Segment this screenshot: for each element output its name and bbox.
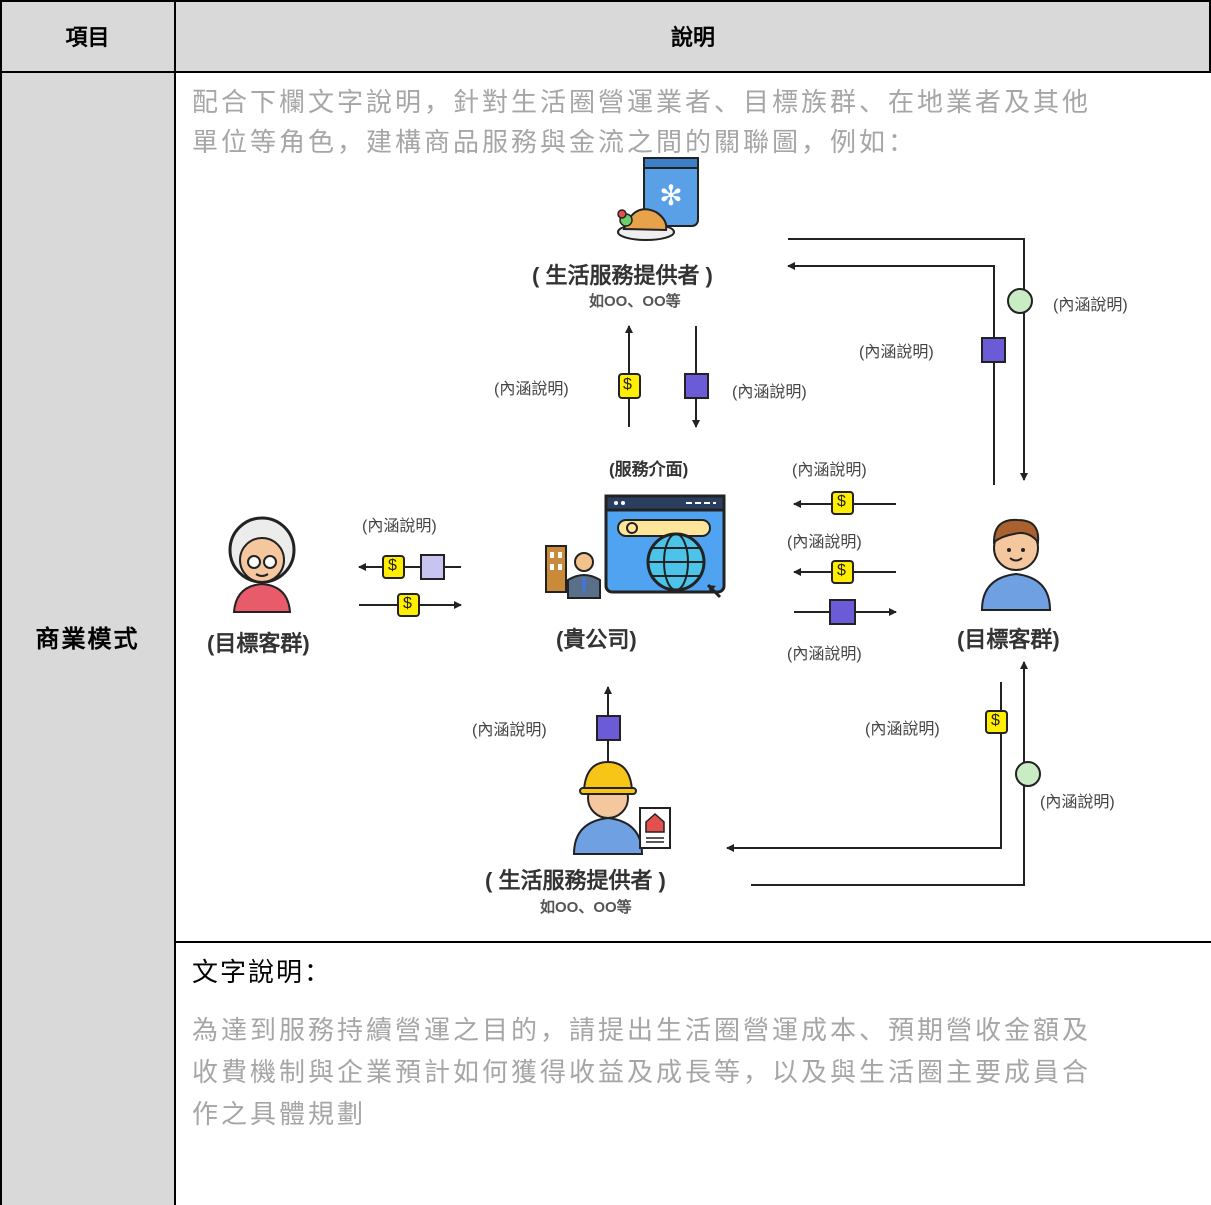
svg-text:✻: ✻ [659,179,682,212]
text-section-line-2: 收費機制與企業預計如何獲得收益及成長等，以及與生活圈主要成員合 [192,1058,1092,1088]
table-border-top [0,0,1211,2]
money-icon-top [618,373,641,399]
service-square-right-top [981,337,1006,363]
circle-marker-bottom-right [1015,761,1041,787]
header-item-label: 項目 [65,26,110,51]
money-icon-left-1 [382,555,405,579]
text-section-line-3: 作之具體規劃 [192,1100,367,1130]
dollar-left-1: $ [388,557,397,574]
bottom-provider-icon [572,760,671,855]
row-label: 商業模式 [35,624,140,653]
header-divider [0,71,1211,73]
service-square-left-1 [420,554,445,580]
service-square-top [684,373,709,399]
right-customer-label: (目標客群) [957,627,1060,652]
bottom-provider-sub: 如OO、OO等 [540,899,632,916]
right-customer-icon [980,518,1052,611]
flow-line-customer-to-bottom-provider [726,682,1002,852]
interface-label: (服務介面) [609,460,689,479]
dollar-top: $ [623,376,632,393]
service-square-right-3 [829,599,856,625]
left-customer-icon [228,516,296,613]
note-bottom-right-circle: (內涵說明) [1040,794,1115,811]
column-divider [174,0,176,1205]
top-provider-label: ( 生活服務提供者 ) [532,263,713,288]
table-border-left [0,0,2,1205]
flow-line-bottom-provider-to-customer [751,661,1028,886]
note-bottom-right-money: (內涵說明) [865,721,940,738]
dollar-bottom-right: $ [991,712,1000,729]
dollar-right-2: $ [837,562,846,579]
dollar-left-2: $ [403,595,412,612]
diagram-lines: ✻ [228,157,1052,886]
company-icon [545,494,726,599]
intro-line-1: 配合下欄文字說明，針對生活圈營運業者、目標族群、在地業者及其他 [192,88,1092,118]
note-bottom-left: (內涵說明) [472,722,547,739]
circle-marker-top-right [1007,288,1033,314]
label-column-bg [0,72,175,1205]
note-top-money: (內涵說明) [494,381,569,398]
note-right-top-square: (內涵說明) [859,344,934,361]
table-border-right [1209,0,1211,72]
money-icon-right-1 [831,491,854,515]
top-provider-sub: 如OO、OO等 [589,293,681,310]
bottom-provider-label: ( 生活服務提供者 ) [485,868,666,893]
header-row-bg [0,0,1211,72]
note-left: (內涵說明) [362,518,437,535]
money-icon-left-2 [397,593,420,617]
intro-line-2: 單位等角色，建構商品服務與金流之間的關聯圖，例如： [192,128,918,158]
header-item-cell: 項目 [0,0,175,72]
header-desc-label: 說明 [670,26,715,51]
business-model-diagram: ✻ [176,150,1211,940]
flow-line-customer-to-provider [787,262,995,485]
dollar-right-1: $ [837,493,846,510]
food-provider-icon: ✻ [617,157,699,241]
flow-line-provider-to-customer [788,238,1028,481]
text-section-line-1: 為達到服務持續營運之目的，請提出生活圈營運成本、預期營收金額及 [192,1016,1092,1046]
note-top-service: (內涵說明) [732,384,807,401]
company-label: (貴公司) [556,627,637,652]
service-square-bottom [596,715,621,741]
note-right-1: (內涵說明) [792,462,867,479]
section-divider [175,941,1211,943]
note-top-right: (內涵說明) [1053,297,1128,314]
money-icon-right-2 [831,560,854,584]
money-icon-bottom-right [985,710,1008,734]
left-customer-label: (目標客群) [207,631,310,656]
header-desc-cell: 說明 [175,0,1211,72]
note-right-3: (內涵說明) [787,646,862,663]
text-section-heading: 文字說明： [192,958,333,988]
note-right-2: (內涵說明) [787,534,862,551]
